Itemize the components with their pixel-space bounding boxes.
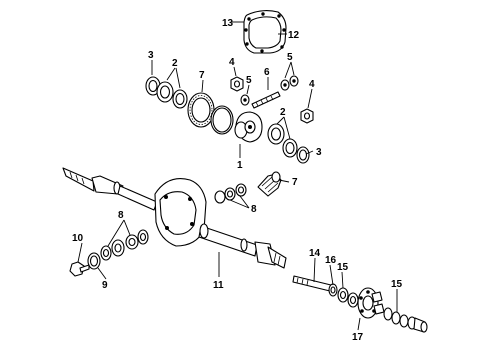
differential-case <box>234 111 263 143</box>
axle-housing <box>62 167 287 269</box>
callout-17: 17 <box>352 332 364 343</box>
cover-gasket <box>243 9 287 54</box>
callout-13: 13 <box>222 18 234 29</box>
callout-2-upper-left: 2 <box>172 58 178 69</box>
callout-15-left: 15 <box>337 262 349 273</box>
retainer-ring <box>87 252 101 270</box>
drive-pinion <box>257 171 282 197</box>
hub-seal-set <box>328 283 359 308</box>
hub-bearing-stack <box>383 307 428 333</box>
side-gear-left <box>230 76 244 92</box>
hub-flange <box>357 287 385 319</box>
shim-ring <box>210 105 234 135</box>
pinion-gear-right <box>280 75 299 91</box>
callout-2-lower-right: 2 <box>280 107 286 118</box>
callout-9: 9 <box>102 280 108 291</box>
bearing-left <box>156 81 188 109</box>
callout-5-right: 5 <box>287 52 293 63</box>
callout-4-right: 4 <box>309 79 315 90</box>
pinion-gear-left <box>240 94 250 106</box>
callout-1: 1 <box>237 160 243 171</box>
cross-shaft <box>251 91 281 109</box>
callout-11: 11 <box>213 280 224 291</box>
left-bearing-seal-set <box>100 229 149 261</box>
side-gear-right <box>300 108 314 124</box>
ring-gear <box>187 92 215 128</box>
callout-12: 12 <box>288 30 300 41</box>
leader-lines <box>77 21 398 331</box>
callout-7-upper: 7 <box>199 70 205 81</box>
callout-3-lower-right: 3 <box>316 147 322 158</box>
callout-14: 14 <box>309 248 321 259</box>
callout-10: 10 <box>72 233 84 244</box>
callout-4-left: 4 <box>229 57 235 68</box>
callout-5-left: 5 <box>246 75 252 86</box>
bearing-cup-right <box>296 146 310 164</box>
callout-6: 6 <box>264 67 270 78</box>
sensor-bolt <box>69 261 90 277</box>
callout-8-left: 8 <box>118 210 124 221</box>
callout-16: 16 <box>325 255 337 266</box>
bearing-right <box>267 123 298 158</box>
callout-3-upper-left: 3 <box>148 50 154 61</box>
pinion-bearing-set <box>214 183 247 204</box>
callout-labels: 13 12 3 2 7 4 6 5 5 4 1 2 3 7 8 8 10 9 1… <box>72 18 403 343</box>
callout-8-right: 8 <box>251 204 257 215</box>
callout-15-right: 15 <box>391 279 403 290</box>
callout-7-lower: 7 <box>292 177 298 188</box>
